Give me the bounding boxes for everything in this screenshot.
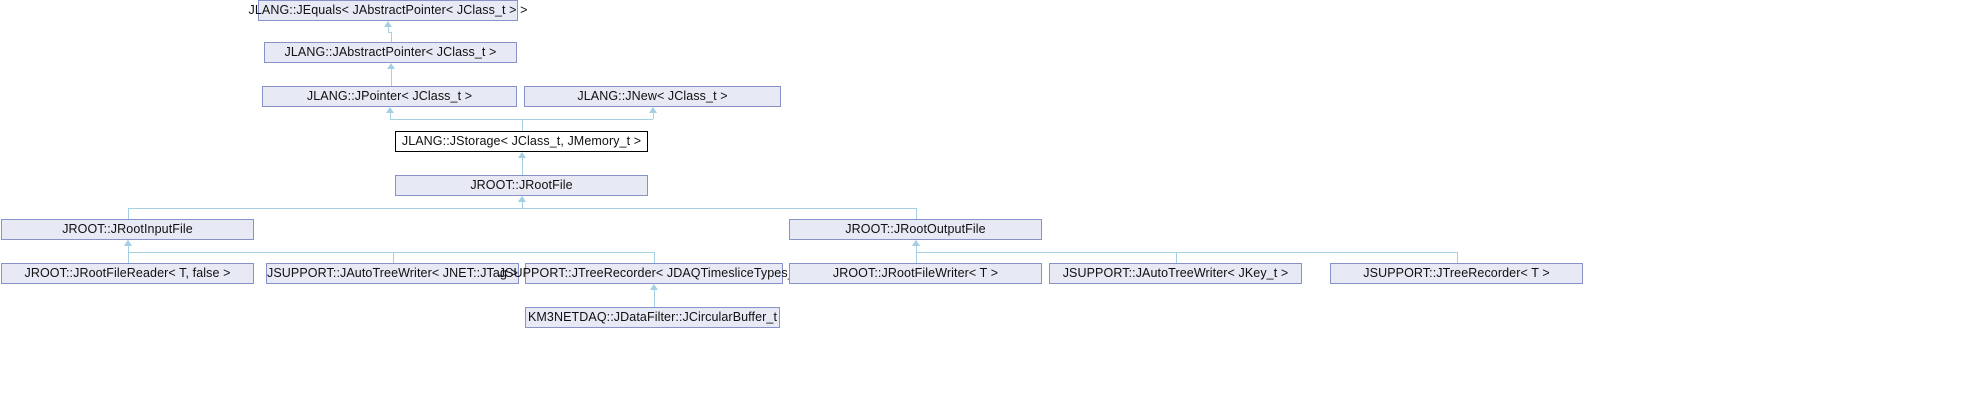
class-node-jautowriterkey[interactable]: JSUPPORT::JAutoTreeWriter< JKey_t > xyxy=(1049,263,1302,284)
edge-segment-vertical xyxy=(915,246,917,252)
edge-segment-horizontal xyxy=(127,207,522,209)
edge-segment-vertical xyxy=(521,119,523,131)
class-node-label: JROOT::JRootFileWriter< T > xyxy=(832,266,999,281)
class-node-label: JROOT::JRootOutputFile xyxy=(845,222,986,237)
edge-segment-vertical xyxy=(390,69,392,86)
inheritance-arrowhead xyxy=(123,240,132,246)
class-node-label: JSUPPORT::JTreeRecorder< JDAQTimesliceTy… xyxy=(498,266,810,281)
inheritance-arrowhead xyxy=(650,284,658,290)
inheritance-arrowhead xyxy=(385,107,394,113)
class-node-label: JSUPPORT::JAutoTreeWriter< JNET::JTag > xyxy=(267,266,518,281)
class-node-jrootwriter[interactable]: JROOT::JRootFileWriter< T > xyxy=(789,263,1042,284)
class-node-jrootreader[interactable]: JROOT::JRootFileReader< T, false > xyxy=(1,263,254,284)
edge-segment-horizontal xyxy=(521,119,653,120)
edge-segment-vertical xyxy=(521,158,523,175)
class-node-jabstractptr[interactable]: JLANG::JAbstractPointer< JClass_t > xyxy=(264,42,517,63)
class-node-jrootfile[interactable]: JROOT::JRootFile xyxy=(395,175,648,196)
class-node-label: KM3NETDAQ::JDataFilter::JCircularBuffer_… xyxy=(527,310,778,325)
edge-segment-vertical xyxy=(127,246,129,252)
inheritance-arrowhead xyxy=(517,152,526,158)
edge-segment-vertical xyxy=(390,31,392,42)
class-node-label: JLANG::JStorage< JClass_t, JMemory_t > xyxy=(401,134,642,149)
edge-segment-vertical xyxy=(654,251,655,263)
inheritance-arrowhead xyxy=(517,196,526,202)
edge-segment-vertical xyxy=(388,27,389,32)
class-node-jtreerect[interactable]: JSUPPORT::JTreeRecorder< T > xyxy=(1330,263,1583,284)
edge-segment-horizontal xyxy=(521,207,916,209)
class-node-label: JROOT::JRootFileReader< T, false > xyxy=(24,266,231,281)
edge-segment-vertical xyxy=(1456,251,1458,263)
edge-segment-vertical xyxy=(392,251,394,263)
edge-segment-vertical xyxy=(521,202,523,208)
inheritance-arrowhead xyxy=(648,107,657,113)
edge-segment-vertical xyxy=(1175,251,1177,263)
class-node-label: JSUPPORT::JTreeRecorder< T > xyxy=(1363,266,1550,281)
edge-segment-vertical xyxy=(389,113,391,119)
class-node-label: JSUPPORT::JAutoTreeWriter< JKey_t > xyxy=(1062,266,1289,281)
inheritance-arrowhead xyxy=(384,21,392,27)
edge-segment-vertical xyxy=(915,246,917,263)
class-node-jequals[interactable]: JLANG::JEquals< JAbstractPointer< JClass… xyxy=(248,0,527,21)
edge-segment-vertical xyxy=(915,207,917,219)
edge-segment-horizontal xyxy=(127,251,654,253)
edge-segment-vertical xyxy=(127,246,129,263)
edge-segment-horizontal xyxy=(388,31,391,33)
inheritance-arrowhead xyxy=(386,63,395,69)
class-node-jrootinput[interactable]: JROOT::JRootInputFile xyxy=(1,219,254,240)
class-node-jnew[interactable]: JLANG::JNew< JClass_t > xyxy=(524,86,781,107)
class-node-jrootoutput[interactable]: JROOT::JRootOutputFile xyxy=(789,219,1042,240)
class-node-label: JLANG::JEquals< JAbstractPointer< JClass… xyxy=(248,3,528,18)
edge-segment-horizontal xyxy=(915,251,1457,253)
class-node-jcircularbuffer[interactable]: KM3NETDAQ::JDataFilter::JCircularBuffer_… xyxy=(525,307,780,328)
class-node-label: JLANG::JNew< JClass_t > xyxy=(577,89,728,104)
class-node-label: JROOT::JRootFile xyxy=(470,178,573,193)
class-node-label: JLANG::JAbstractPointer< JClass_t > xyxy=(284,45,497,60)
class-node-jstorage[interactable]: JLANG::JStorage< JClass_t, JMemory_t > xyxy=(395,131,648,152)
inheritance-arrowhead xyxy=(911,240,920,246)
edge-segment-horizontal xyxy=(389,119,522,120)
class-node-jpointer[interactable]: JLANG::JPointer< JClass_t > xyxy=(262,86,517,107)
class-node-label: JROOT::JRootInputFile xyxy=(62,222,193,237)
edge-segment-vertical xyxy=(127,207,129,219)
edge-segment-vertical xyxy=(654,290,655,307)
edge-segment-vertical xyxy=(652,113,654,119)
class-node-jtreerecdaq[interactable]: JSUPPORT::JTreeRecorder< JDAQTimesliceTy… xyxy=(499,263,809,284)
class-node-label: JLANG::JPointer< JClass_t > xyxy=(306,89,473,104)
class-node-jautowriterjtag[interactable]: JSUPPORT::JAutoTreeWriter< JNET::JTag > xyxy=(266,263,519,284)
